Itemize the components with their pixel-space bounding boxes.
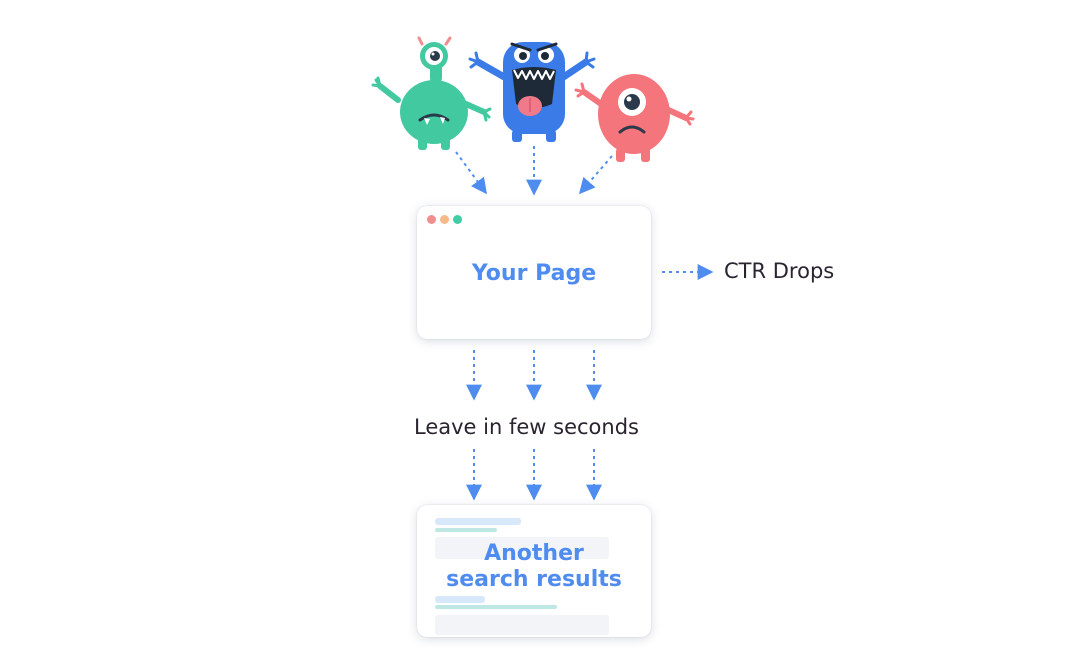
- search-results-card: Another search results: [417, 505, 651, 637]
- window-dot-green: [453, 215, 462, 224]
- another-results-title: Another search results: [417, 541, 651, 593]
- ctr-drops-label: CTR Drops: [724, 259, 835, 283]
- arrow-monster-1: [455, 151, 487, 195]
- another-results-title-line-1: Another: [484, 541, 584, 566]
- your-page-card: Your Page: [417, 206, 651, 339]
- pink-monster-icon: [574, 74, 695, 162]
- result-line: [435, 537, 609, 559]
- result-line: [435, 518, 521, 525]
- green-monster-icon: [371, 36, 492, 150]
- arrow-monster-3: [578, 155, 613, 195]
- result-line: [435, 528, 497, 532]
- window-dot-orange: [440, 215, 449, 224]
- result-line: [435, 596, 485, 603]
- blue-monster-icon: [468, 42, 596, 142]
- leave-label: Leave in few seconds: [414, 415, 639, 439]
- result-line: [435, 605, 557, 609]
- result-line: [435, 615, 609, 635]
- another-results-title-line-2: search results: [446, 567, 622, 592]
- your-page-title: Your Page: [471, 261, 597, 286]
- window-dot-red: [427, 215, 436, 224]
